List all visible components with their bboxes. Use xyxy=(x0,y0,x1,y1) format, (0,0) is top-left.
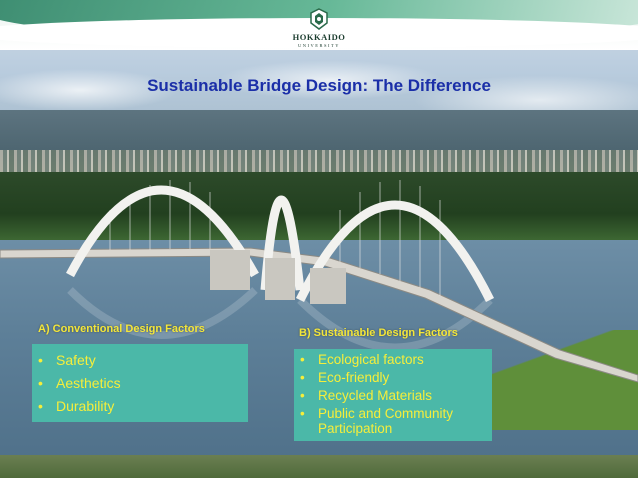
sustainable-factors-box: • Ecological factors • Eco-friendly • Recyc… xyxy=(294,349,492,441)
list-item: • Durability xyxy=(38,395,121,418)
foreground-ground xyxy=(0,455,638,478)
logo-subtitle: UNIVERSITY xyxy=(298,43,340,48)
list-item-text: Durability xyxy=(56,398,115,414)
university-logo: HOKKAIDO UNIVERSITY xyxy=(280,8,358,54)
bridge-illustration xyxy=(0,180,638,383)
sustainable-factors-list: • Ecological factors • Eco-friendly • Recyc… xyxy=(300,352,488,439)
bullet-icon: • xyxy=(300,406,305,421)
conventional-factors-list: • Safety • Aesthetics • Durability xyxy=(38,349,121,418)
university-crest-icon xyxy=(310,8,328,30)
list-item-text: Aesthetics xyxy=(56,375,121,391)
list-item-text: Ecological factors xyxy=(318,352,424,367)
list-item-text: Safety xyxy=(56,352,96,368)
sustainable-factors-label: B) Sustainable Design Factors xyxy=(299,327,458,339)
slide-title: Sustainable Bridge Design: The Differenc… xyxy=(147,76,491,95)
list-item: • Recycled Materials xyxy=(300,388,488,403)
list-item-text: Recycled Materials xyxy=(318,388,433,403)
conventional-factors-box: • Safety • Aesthetics • Durability xyxy=(32,344,248,422)
conventional-factors-label: A) Conventional Design Factors xyxy=(38,323,205,335)
list-item: • Aesthetics xyxy=(38,372,121,395)
tree-line xyxy=(0,172,638,242)
list-item-text: Public and Community Participation xyxy=(318,406,454,436)
bullet-icon: • xyxy=(300,352,305,367)
list-item-text: Eco-friendly xyxy=(318,370,390,385)
list-item: • Safety xyxy=(38,349,121,372)
bullet-icon: • xyxy=(38,352,43,368)
bullet-icon: • xyxy=(38,398,43,414)
list-item: • Public and Community Participation xyxy=(300,406,488,436)
list-item: • Ecological factors xyxy=(300,352,488,367)
list-item: • Eco-friendly xyxy=(300,370,488,385)
bullet-icon: • xyxy=(300,370,305,385)
bullet-icon: • xyxy=(300,388,305,403)
logo-name: HOKKAIDO xyxy=(292,32,346,42)
bullet-icon: • xyxy=(38,375,43,391)
